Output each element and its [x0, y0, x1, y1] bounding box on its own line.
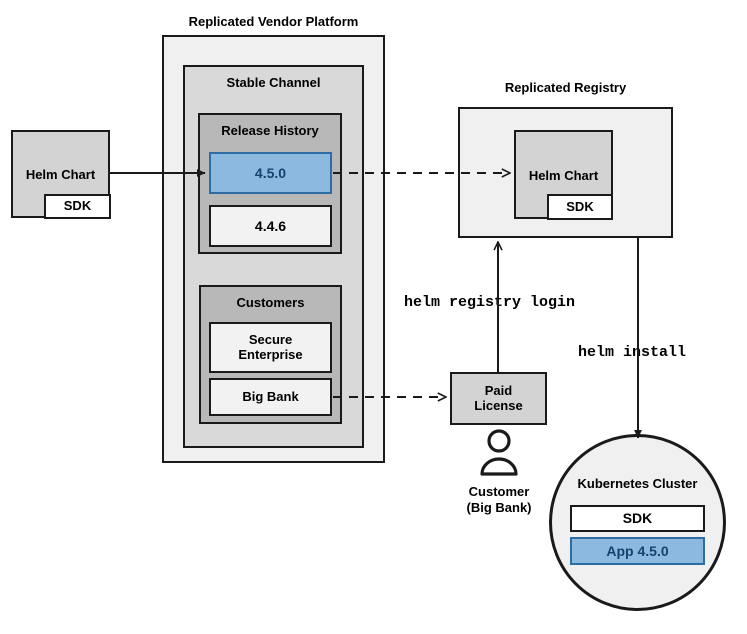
release-history-label: Release History: [221, 123, 319, 138]
helm-registry-login-label: helm registry login: [404, 294, 576, 311]
release-version-4-5-0[interactable]: 4.5.0: [209, 152, 332, 194]
vendor-platform-title: Replicated Vendor Platform: [188, 14, 359, 29]
kubernetes-cluster-label: Kubernetes Cluster: [577, 476, 698, 491]
release-version-4-4-6[interactable]: 4.4.6: [209, 205, 332, 247]
customer-person-icon: [480, 429, 518, 476]
helm-install-label: helm install: [578, 344, 687, 361]
source-helm-chart-sdk[interactable]: SDK: [44, 194, 111, 219]
registry-helm-chart-sdk[interactable]: SDK: [547, 194, 613, 220]
stable-channel-label: Stable Channel: [226, 75, 321, 90]
paid-license-node[interactable]: Paid License: [450, 372, 547, 425]
customer-person-label: Customer (Big Bank): [466, 484, 532, 516]
customer-big-bank[interactable]: Big Bank: [209, 378, 332, 416]
registry-title: Replicated Registry: [504, 80, 627, 95]
customer-secure-enterprise[interactable]: Secure Enterprise: [209, 322, 332, 373]
customers-label: Customers: [236, 295, 305, 310]
cluster-sdk-node[interactable]: SDK: [570, 505, 705, 532]
cluster-app-node[interactable]: App 4.5.0: [570, 537, 705, 565]
